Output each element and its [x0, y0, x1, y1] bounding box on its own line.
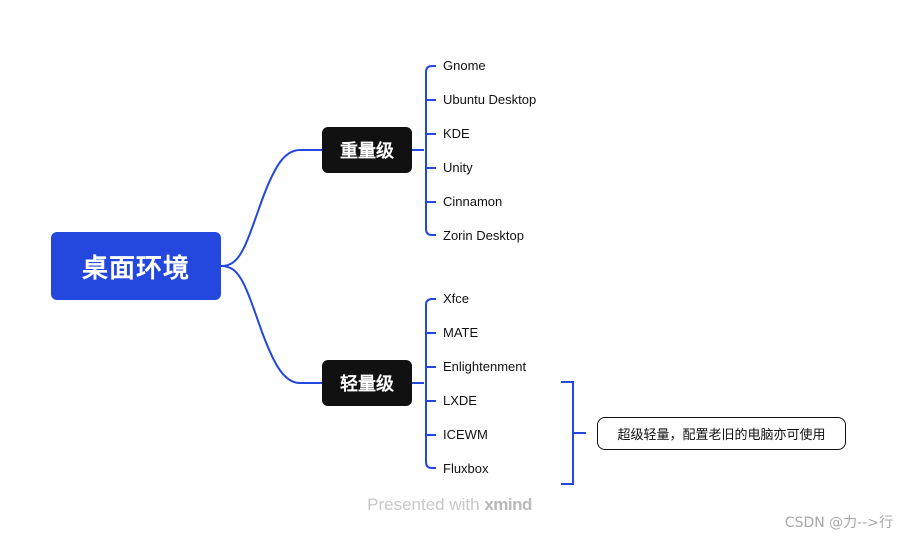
leaf-cinnamon[interactable]: Cinnamon: [443, 194, 503, 209]
xmind-brand: xmind: [484, 495, 532, 514]
leaf-unity[interactable]: Unity: [443, 160, 473, 175]
leaf-ubuntu-desktop[interactable]: Ubuntu Desktop: [443, 92, 537, 107]
summary-bracket: [561, 381, 586, 485]
leaf-fluxbox[interactable]: Fluxbox: [443, 461, 489, 476]
leaf-gnome[interactable]: Gnome: [443, 58, 486, 73]
summary-callout[interactable]: 超级轻量，配置老旧的电脑亦可使用: [597, 417, 846, 450]
presented-with-footer: Presented with xmind: [0, 495, 899, 515]
root-node[interactable]: 桌面环境: [51, 232, 221, 300]
csdn-watermark: CSDN @力-->行: [784, 515, 893, 531]
heavy-bracket: [412, 65, 436, 236]
light-bracket: [412, 298, 436, 469]
summary-callout-text: 超级轻量，配置老旧的电脑亦可使用: [617, 428, 826, 443]
footer-prefix: Presented with: [367, 495, 485, 514]
leaf-icewm[interactable]: ICEWM: [443, 427, 488, 442]
leaf-mate[interactable]: MATE: [443, 325, 479, 340]
leaf-zorin-desktop[interactable]: Zorin Desktop: [443, 228, 524, 243]
leaf-xfce[interactable]: Xfce: [443, 291, 470, 306]
connector-root-heavy: [220, 149, 322, 267]
branch-node-heavy[interactable]: 重量级: [322, 127, 412, 173]
branch-node-light[interactable]: 轻量级: [322, 360, 412, 406]
leaf-lxde[interactable]: LXDE: [443, 393, 477, 408]
connector-root-light: [220, 265, 322, 384]
leaf-enlightenment[interactable]: Enlightenment: [443, 359, 527, 374]
leaf-kde[interactable]: KDE: [443, 126, 470, 141]
